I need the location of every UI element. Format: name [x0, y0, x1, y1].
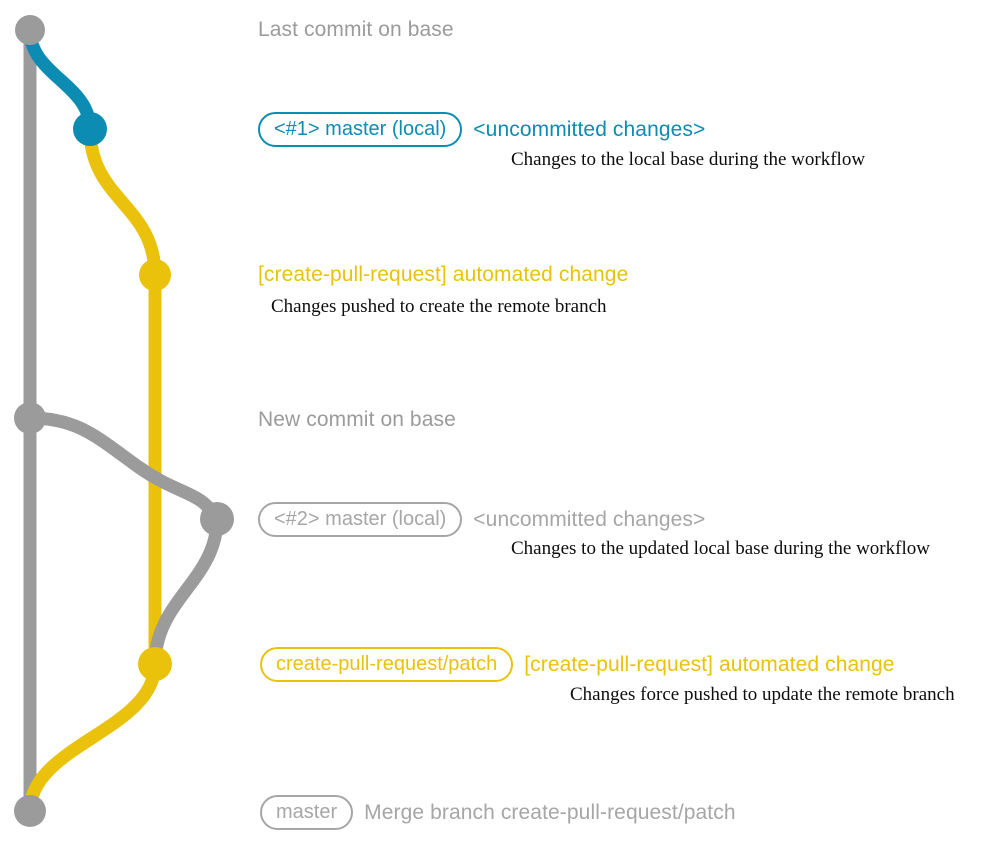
- base-commit-label: Last commit on base: [258, 18, 454, 41]
- edge-base-new-to-local-2: [23, 411, 224, 526]
- row-automated-change-2: create-pull-request/patch [create-pull-r…: [260, 647, 895, 682]
- node-merge-commit[interactable]: [14, 795, 46, 827]
- edge-remote-2-to-merge: [23, 657, 162, 818]
- branch-badge-master[interactable]: master: [260, 795, 354, 830]
- node-base-head[interactable]: [15, 15, 45, 45]
- node-remote-commit-1[interactable]: [139, 259, 171, 291]
- commit-description-local-master-1: Changes to the local base during the wor…: [511, 149, 866, 170]
- commit-subject-merge: Merge branch create-pull-request/patch: [364, 800, 736, 824]
- row-automated-change-1: [create-pull-request] automated change: [258, 263, 628, 287]
- commit-description-local-master-2: Changes to the updated local base during…: [511, 538, 930, 559]
- node-remote-commit-2[interactable]: [138, 647, 172, 681]
- new-base-commit-label: New commit on base: [258, 408, 456, 431]
- row-last-commit-on-base: Last commit on base: [258, 18, 454, 42]
- edge-local-1-to-remote-1: [83, 122, 162, 282]
- branch-badge-local-master-2[interactable]: <#2> master (local): [258, 502, 463, 537]
- node-base-new-commit[interactable]: [14, 402, 46, 434]
- commit-description-automated-change-2: Changes force pushed to update the remot…: [570, 684, 955, 705]
- edge-base-to-local-1: [23, 23, 97, 136]
- branch-badge-create-pull-request-patch[interactable]: create-pull-request/patch: [260, 647, 514, 682]
- node-local-commit-2[interactable]: [200, 502, 234, 536]
- commit-description-automated-change-1: Changes pushed to create the remote bran…: [271, 296, 607, 317]
- row-new-commit-on-base: New commit on base: [258, 408, 456, 432]
- commit-subject-automated-change-2: [create-pull-request] automated change: [524, 652, 895, 676]
- edge-local-2-to-remote-2: [148, 512, 224, 671]
- commit-subject-automated-change-1: [create-pull-request] automated change: [258, 263, 629, 286]
- row-merge-commit: master Merge branch create-pull-request/…: [260, 795, 736, 830]
- row-local-master-1: <#1> master (local) <uncommitted changes…: [258, 112, 705, 147]
- branch-badge-local-master-1[interactable]: <#1> master (local): [258, 112, 463, 147]
- row-local-master-2: <#2> master (local) <uncommitted changes…: [258, 502, 705, 537]
- commit-subject-local-master-2: <uncommitted changes>: [473, 507, 706, 531]
- node-local-commit-1[interactable]: [73, 112, 107, 146]
- commit-subject-local-master-1: <uncommitted changes>: [473, 117, 706, 141]
